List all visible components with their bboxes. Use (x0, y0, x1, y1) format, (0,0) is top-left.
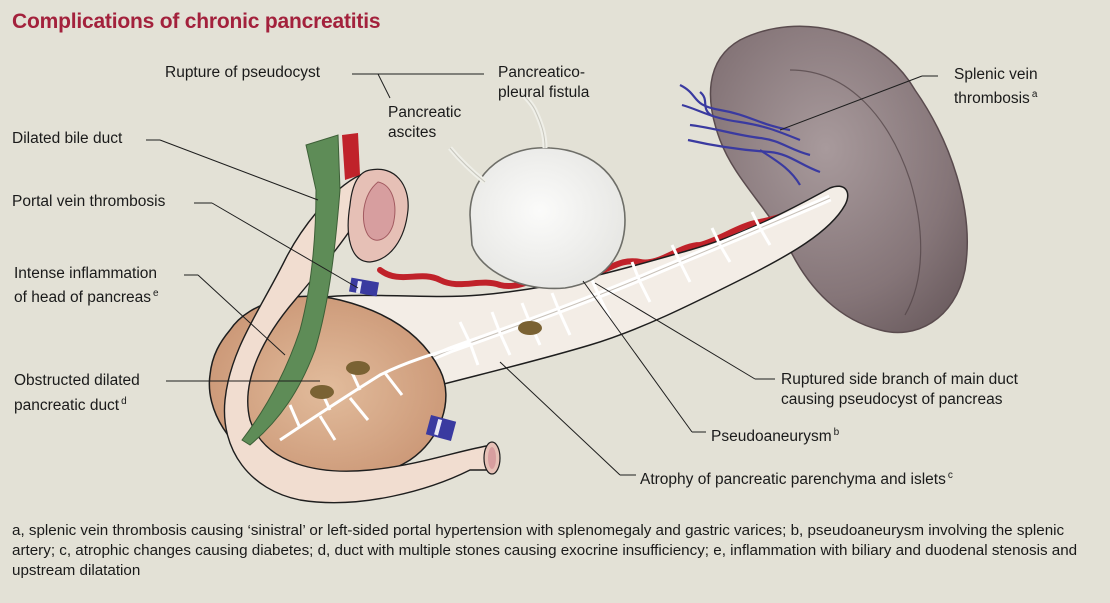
duct-stone (346, 361, 370, 375)
splenic-varices (679, 84, 821, 186)
label-pancreatico-pleural-line2: pleural fistula (498, 84, 590, 101)
pancreas-head (208, 295, 542, 484)
bile-duct (241, 134, 341, 446)
label-splenic-vein-line1: Splenic vein (954, 66, 1038, 83)
label-pancreatico-pleural-line1: Pancreatico- (498, 64, 586, 81)
figure-caption: a, splenic vein thrombosis causing ‘sini… (12, 522, 1078, 579)
label-ruptured-branch-line1: Ruptured side branch of main duct (781, 371, 1018, 388)
duodenum (223, 168, 501, 504)
label-obstructed-duct-line1: Obstructed dilated (14, 372, 140, 389)
label-pancreatic-ascites-line1: Pancreatic (388, 104, 462, 121)
label-pancreatic-ascites-line2: ascites (388, 124, 437, 141)
duct-stone (518, 321, 542, 335)
label-dilated-bile-duct: Dilated bile duct (12, 130, 123, 147)
portal-vein (348, 277, 457, 442)
label-rupture-pseudocyst: Rupture of pseudocyst (165, 64, 321, 81)
diagram-title: Complications of chronic pancreatitis (12, 10, 381, 33)
pseudocyst (448, 88, 626, 290)
hepatic-artery (342, 133, 360, 180)
duct-stone (310, 385, 334, 399)
label-portal-vein-thrombosis: Portal vein thrombosis (12, 193, 166, 210)
label-intense-inflammation-line1: Intense inflammation (14, 265, 158, 282)
footnote-marker-c: c (947, 470, 953, 481)
label-ruptured-branch-line2: causing pseudocyst of pancreas (781, 391, 1003, 408)
pancreatitis-illustration (146, 25, 968, 504)
leader-lines (146, 73, 938, 476)
spleen (709, 25, 968, 334)
footnote-marker-d: d (121, 396, 127, 407)
footnote-marker-b: b (833, 427, 840, 438)
footnote-marker-e: e (153, 288, 159, 299)
footnote-marker-a: a (1031, 89, 1038, 100)
label-atrophy: Atrophy of pancreatic parenchyma and isl… (640, 470, 953, 488)
